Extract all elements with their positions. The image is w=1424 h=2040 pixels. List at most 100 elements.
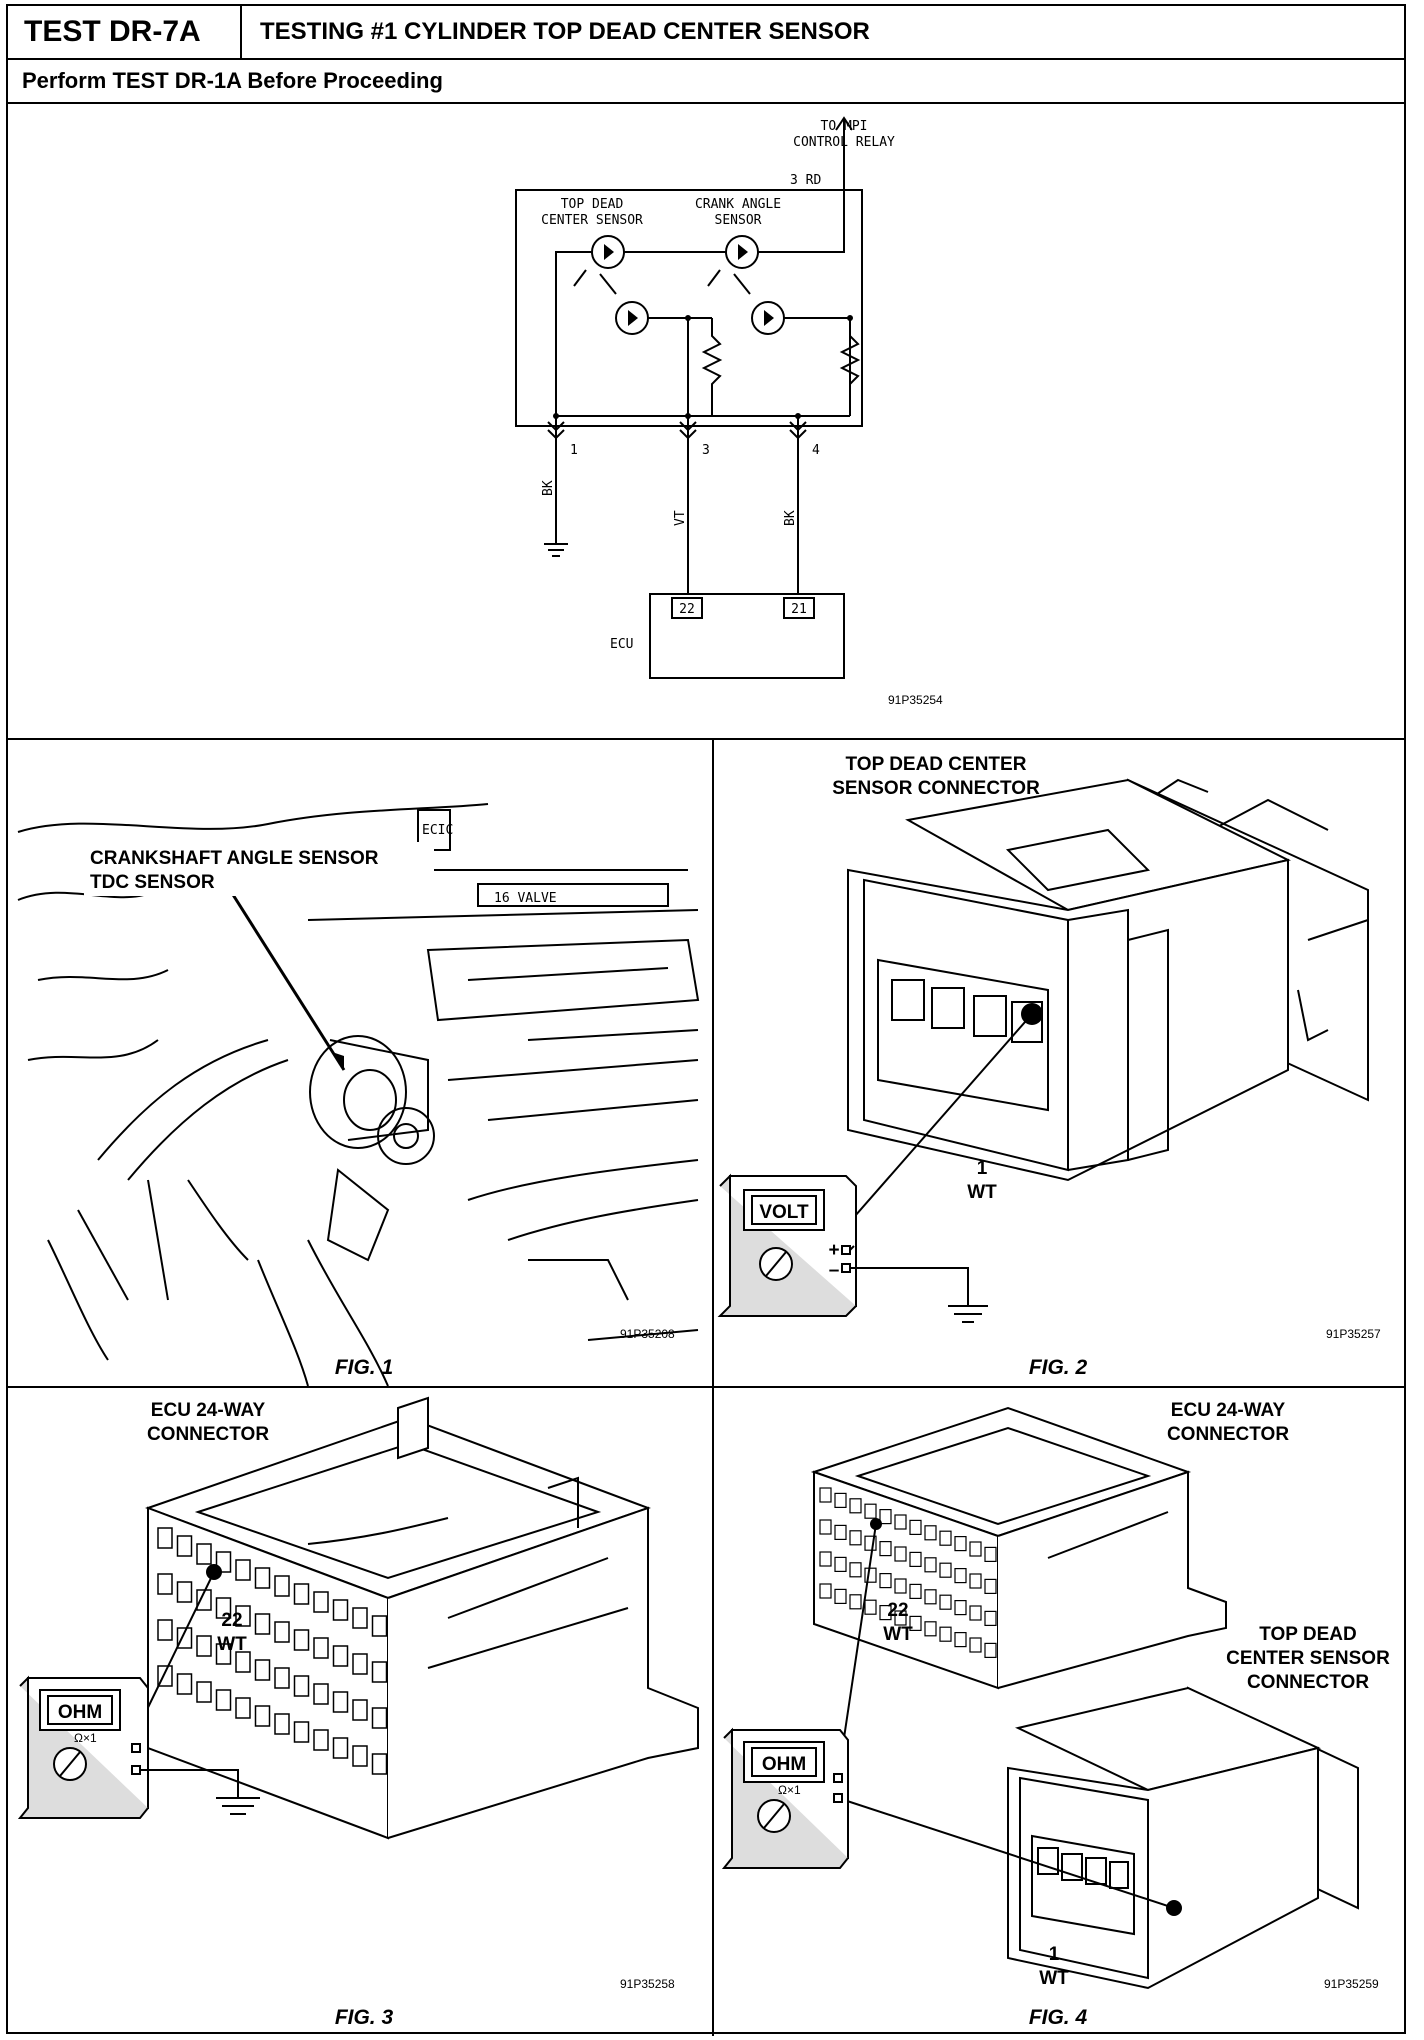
fig2-wire-label: WT — [967, 1182, 997, 1203]
connector-cavity — [235, 1559, 251, 1581]
voltmeter-plus: + — [828, 1240, 839, 1261]
fig4-ecu-pin-label: 22 — [887, 1600, 908, 1621]
connector-cavity — [984, 1546, 997, 1562]
connector-cavity — [235, 1697, 251, 1719]
pin-3: 3 — [702, 443, 710, 458]
tdc-sensor-label-line2: CENTER SENSOR — [541, 213, 643, 228]
fig4-ecu-wire-label: WT — [883, 1624, 913, 1645]
connector-cavity — [894, 1546, 907, 1562]
connector-cavity — [909, 1551, 922, 1567]
connector-cavity — [293, 1583, 310, 1605]
connector-cavity — [909, 1615, 922, 1631]
fig4-tdc-title-line3: CONNECTOR — [1247, 1672, 1369, 1693]
connector-cavity — [176, 1627, 193, 1649]
figures-row-1: 16 VALVE ECIC CRANKSHAFT ANGLE SENSOR TD… — [8, 740, 1404, 1388]
fig1-engine-drawing — [17, 803, 700, 1386]
connector-cavity — [849, 1530, 862, 1546]
fig3-code: 91P35258 — [620, 1977, 675, 1991]
connector-cavity — [176, 1581, 193, 1603]
page-title: TESTING #1 CYLINDER TOP DEAD CENTER SENS… — [260, 18, 870, 45]
connector-cavity — [176, 1673, 193, 1695]
connector-cavity — [924, 1557, 937, 1573]
connector-cavity — [196, 1681, 212, 1703]
ohmmeter-range-fig4: Ω×1 — [778, 1783, 801, 1797]
ecu-box — [649, 593, 845, 679]
fig4-caption: FIG. 4 — [1029, 2006, 1088, 2029]
fig3-pin-label: 22 — [221, 1610, 242, 1631]
connector-cavity — [332, 1599, 349, 1621]
connector-cavity — [371, 1753, 388, 1775]
connector-cavity — [313, 1637, 329, 1659]
crank-sensor-label-line1: CRANK ANGLE — [695, 197, 781, 212]
connector-cavity — [352, 1699, 368, 1721]
connector-cavity — [332, 1691, 349, 1713]
connector-cavity — [894, 1514, 907, 1530]
fig4-tdc-wire-label: WT — [1039, 1968, 1069, 1989]
fig4-tdc-title-line1: TOP DEAD — [1259, 1624, 1357, 1645]
fig3-caption: FIG. 3 — [335, 2006, 394, 2029]
connector-cavity — [834, 1588, 847, 1604]
connector-cavity — [254, 1659, 271, 1681]
connector-cavity — [939, 1626, 952, 1642]
connector-cavity — [313, 1683, 329, 1705]
connector-cavity — [909, 1519, 922, 1535]
connector-cavity — [939, 1562, 952, 1578]
fig4-ecu-title-line2: CONNECTOR — [1167, 1424, 1289, 1445]
ecu-pin-21: 21 — [791, 602, 807, 617]
fig2-caption: FIG. 2 — [1029, 1356, 1088, 1379]
ohmmeter-label-fig4: OHM — [762, 1754, 806, 1775]
connector-cavity — [352, 1653, 368, 1675]
ohmmeter-icon-fig3 — [17, 1675, 260, 1819]
fig2-title-line2: SENSOR CONNECTOR — [832, 778, 1040, 799]
fig1-callout-crankshaft: CRANKSHAFT ANGLE SENSOR — [90, 848, 379, 869]
connector-cavity — [235, 1605, 251, 1627]
connector-cavity — [176, 1535, 193, 1557]
wire-vt: VT — [673, 510, 688, 526]
connector-cavity — [969, 1573, 982, 1589]
fig2-connector-drawing — [847, 778, 1369, 1182]
connector-cavity — [371, 1661, 388, 1683]
connector-cavity — [954, 1600, 967, 1616]
connector-cavity — [894, 1578, 907, 1594]
connector-cavity — [157, 1619, 173, 1641]
connector-cavity — [834, 1524, 847, 1540]
connector-cavity — [254, 1567, 271, 1589]
connector-cavity — [954, 1568, 967, 1584]
schematic-panel: TO MPI CONTROL RELAY 3 RD TOP DEAD CENTE… — [8, 104, 1404, 740]
relay-label-line2: CONTROL RELAY — [793, 135, 895, 150]
pin-1: 1 — [570, 443, 578, 458]
connector-cavity — [313, 1729, 329, 1751]
header-bar: TEST DR-7A TESTING #1 CYLINDER TOP DEAD … — [8, 6, 1404, 60]
pin-4: 4 — [812, 443, 820, 458]
connector-cavity — [849, 1498, 862, 1514]
connector-cavity — [215, 1643, 232, 1665]
connector-cavity — [939, 1530, 952, 1546]
connector-cavity — [371, 1707, 388, 1729]
figures-1-2: 16 VALVE ECIC CRANKSHAFT ANGLE SENSOR TD… — [17, 754, 1381, 1386]
relay-label-line1: TO MPI — [821, 119, 868, 134]
figures-row-2: ECU 24-WAY CONNECTOR 22 WT — [8, 1388, 1404, 2036]
diagram-page: TEST DR-7A TESTING #1 CYLINDER TOP DEAD … — [6, 4, 1406, 2036]
connector-cavity — [293, 1721, 310, 1743]
connector-cavity — [293, 1675, 310, 1697]
connector-cavity — [254, 1705, 271, 1727]
connector-cavity — [879, 1541, 892, 1557]
connector-cavity — [924, 1589, 937, 1605]
crank-sensor-label-line2: SENSOR — [715, 213, 762, 228]
connector-cavity — [849, 1594, 862, 1610]
connector-cavity — [215, 1597, 232, 1619]
fig2-code: 91P35257 — [1326, 1327, 1381, 1341]
connector-cavity — [954, 1632, 967, 1648]
connector-cavity — [352, 1745, 368, 1767]
fig2-title-line1: TOP DEAD CENTER — [846, 754, 1027, 775]
engine-ecu-text: ECIC — [422, 823, 453, 838]
connector-cavity — [984, 1578, 997, 1594]
connector-cavity — [969, 1605, 982, 1621]
wire-3-rd: 3 RD — [790, 173, 821, 188]
connector-cavity — [293, 1629, 310, 1651]
test-id: TEST DR-7A — [8, 6, 242, 58]
connector-cavity — [274, 1713, 290, 1735]
fig3-title-line2: CONNECTOR — [147, 1424, 269, 1445]
connector-cavity — [864, 1567, 877, 1583]
fig1-caption: FIG. 1 — [335, 1356, 393, 1379]
